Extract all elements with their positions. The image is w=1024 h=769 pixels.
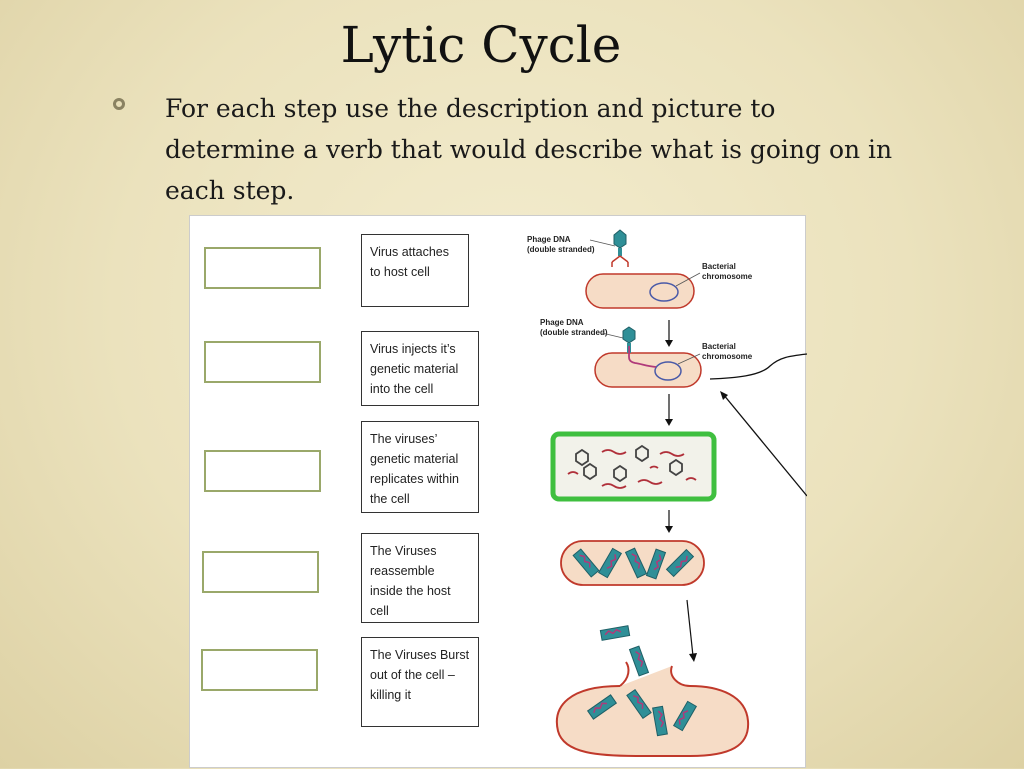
bacterial-cell-replicating [550,431,717,502]
bacterial-label-2: Bacterial [702,342,736,351]
step-description-2: Virus injects it’s genetic material into… [361,331,479,406]
replicating-viral-parts [567,444,697,489]
phage-attaching [611,229,629,267]
slide-title: Lytic Cycle [340,16,622,74]
bacterial-chromosome-1 [649,282,679,302]
answer-box-2[interactable] [204,341,321,383]
phage-dna-sublabel-1: (double stranded) [527,245,595,254]
step-description-5: The Viruses Burst out of the cell – kill… [361,637,479,727]
answer-box-1[interactable] [204,247,321,289]
chromosome-label-2: chromosome [702,352,753,361]
step-description-4: The Viruses reassemble inside the host c… [361,533,479,623]
chromosome-label-1: chromosome [702,272,753,281]
bullet-icon [113,98,125,110]
lytic-cycle-illustration: Phage DNA (double stranded) Bacterial ch… [527,229,807,757]
phage-dna-label-2: Phage DNA [540,318,584,327]
released-viruses [586,625,698,737]
step-description-1: Virus attaches to host cell [361,234,469,307]
phage-dna-sublabel-2: (double stranded) [540,328,608,337]
answer-box-4[interactable] [202,551,319,593]
answer-box-5[interactable] [201,649,318,691]
phage-dna-label-1: Phage DNA [527,235,571,244]
assembled-viruses [572,547,695,580]
bullet-text: For each step use the description and pi… [165,94,893,205]
bacterial-cell-bursting [555,665,750,757]
bacterial-chromosome-2 [654,361,682,381]
phage-injecting [622,326,657,368]
bacterial-cell-2 [594,352,702,388]
answer-box-3[interactable] [204,450,321,492]
bacterial-label-1: Bacterial [702,262,736,271]
step-description-3: The viruses’ genetic material replicates… [361,421,479,513]
worksheet-panel: Virus attaches to host cell Virus inject… [189,215,807,768]
